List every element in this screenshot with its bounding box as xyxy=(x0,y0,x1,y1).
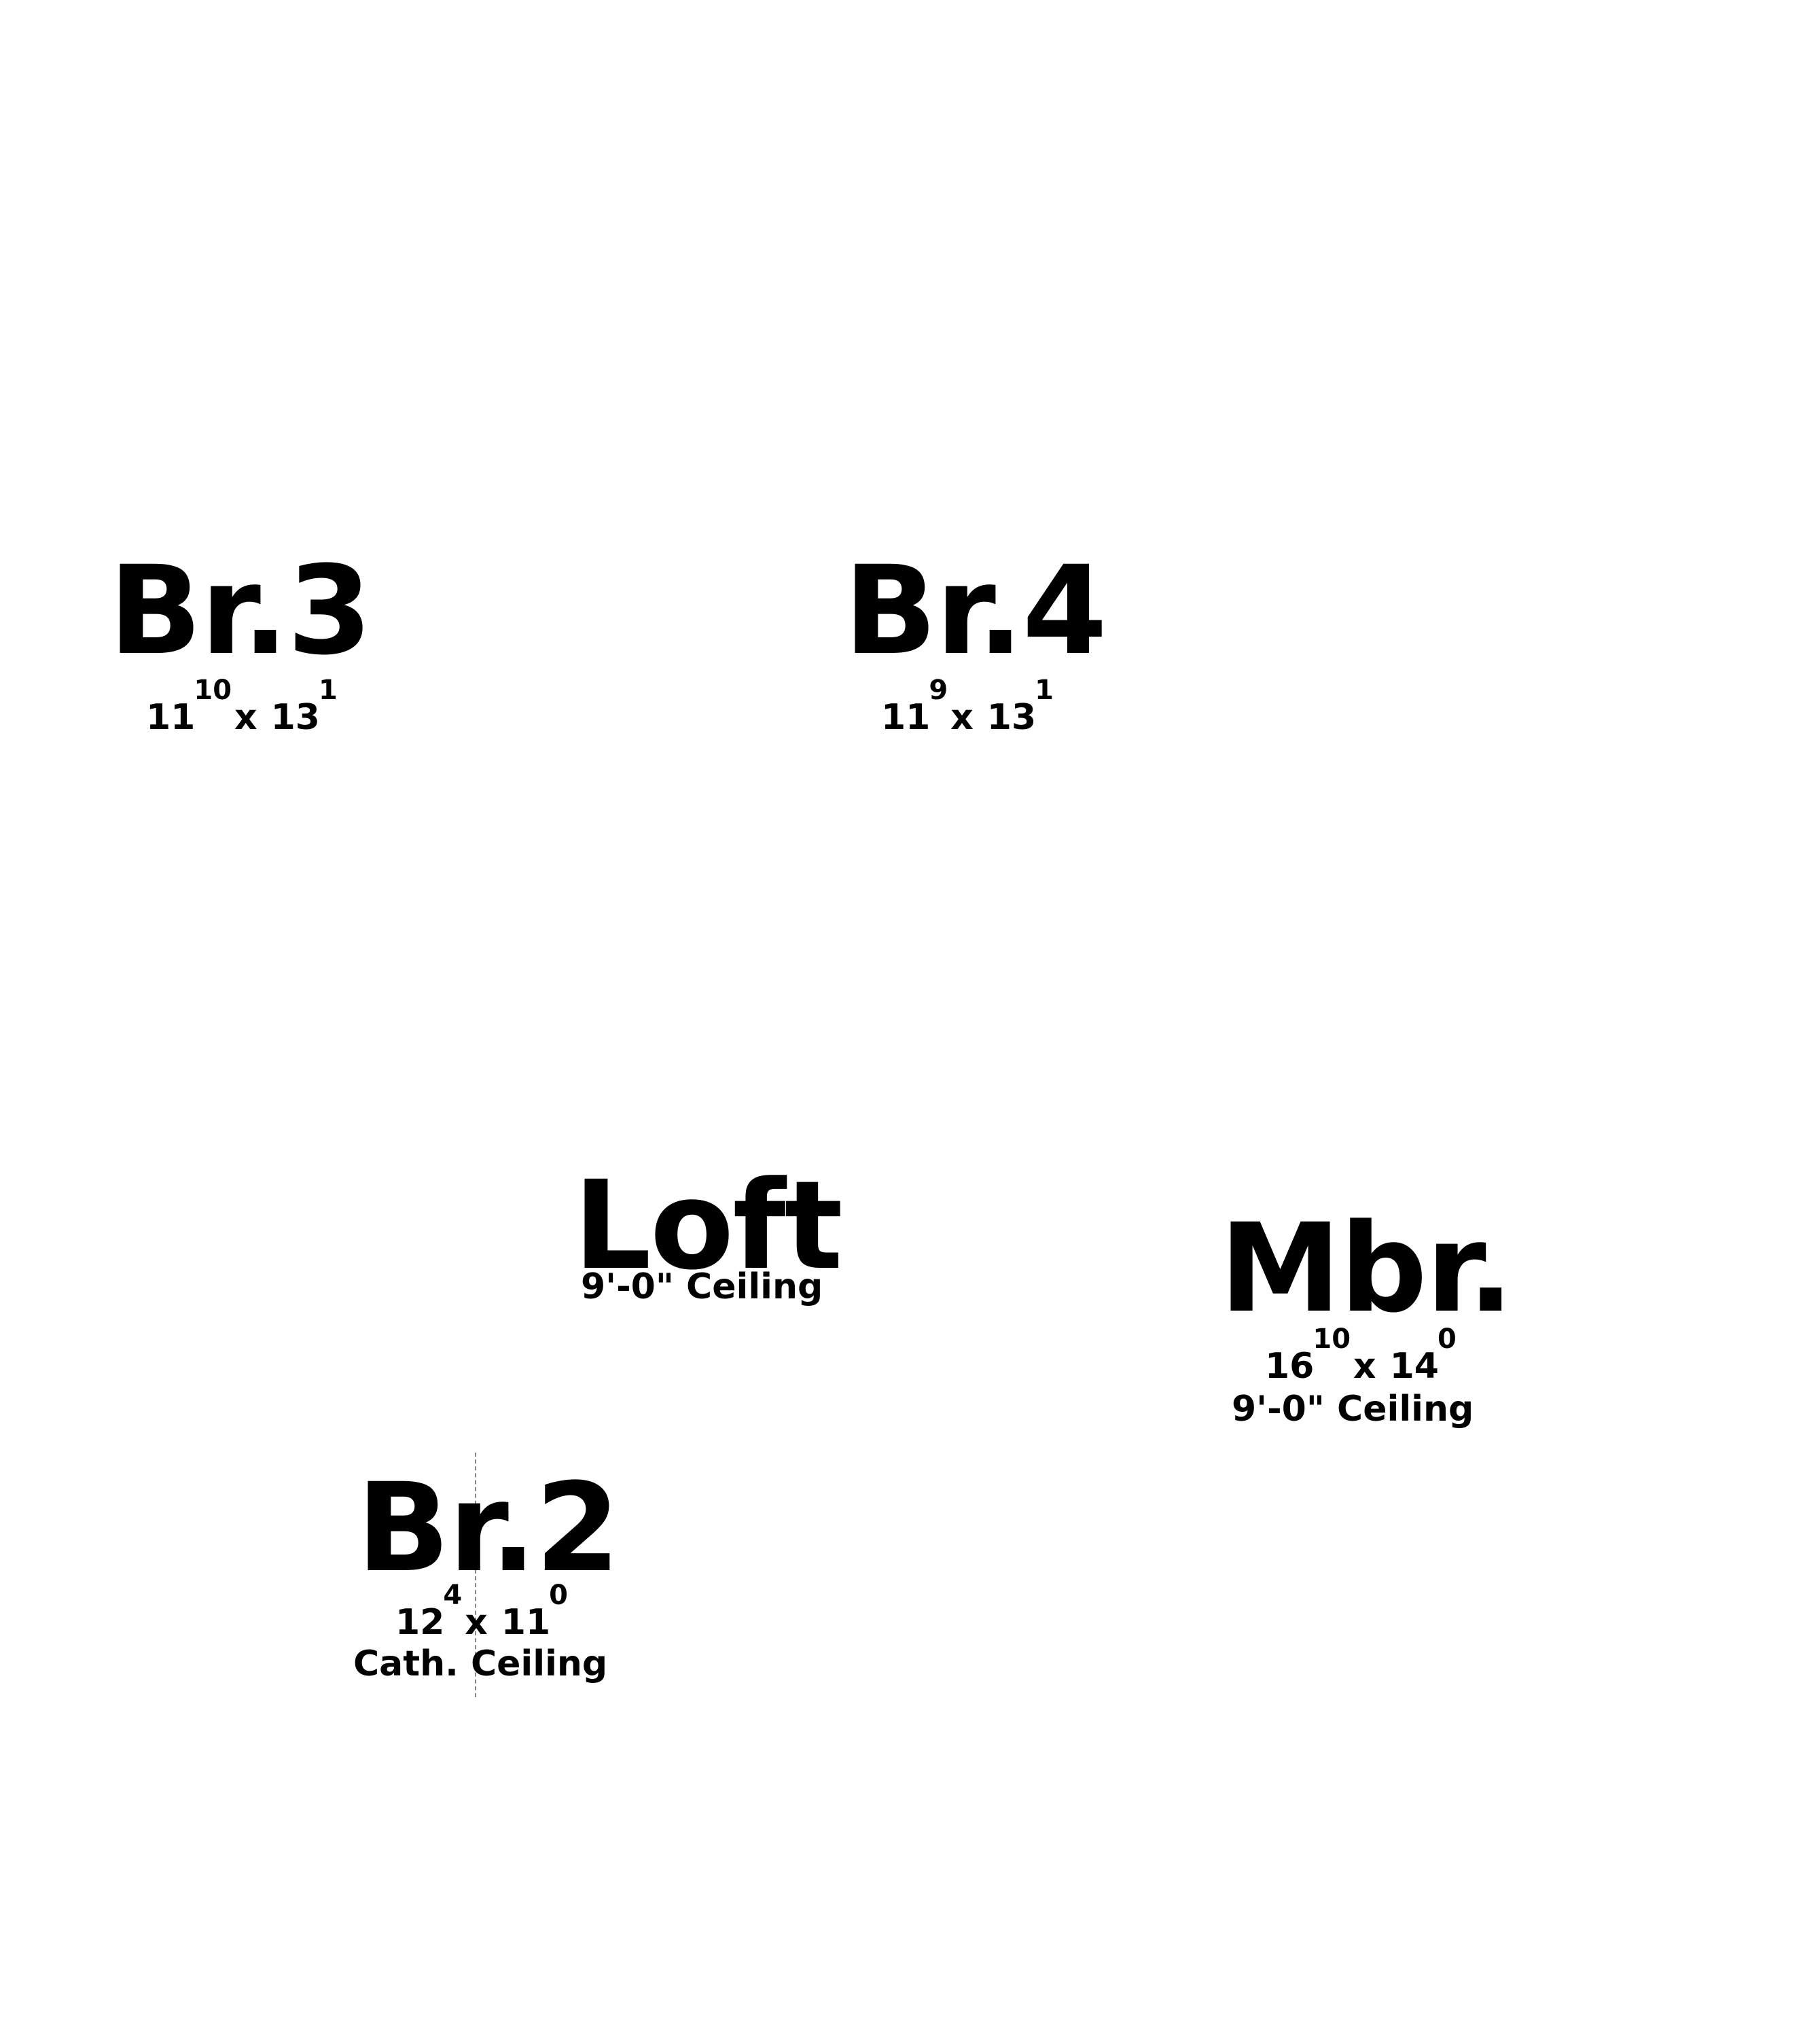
length-inches: 0 xyxy=(1437,1324,1457,1355)
room-label-br3: Br.3 xyxy=(109,540,372,682)
width-feet: 11 xyxy=(146,697,196,738)
width-feet: 11 xyxy=(881,697,931,738)
room-dimensions-br3: 1110x 131 xyxy=(146,677,338,738)
width-feet: 12 xyxy=(395,1602,445,1643)
room-label-loft: Loft xyxy=(573,1155,843,1297)
room-dimensions-br4: 119x 131 xyxy=(881,677,1054,738)
length-inches: 1 xyxy=(318,675,338,706)
length-feet: 14 xyxy=(1389,1346,1439,1387)
room-label-br2: Br.2 xyxy=(357,1457,620,1599)
room-label-mbr: Mbr. xyxy=(1219,1198,1514,1340)
ceiling-note-mbr: 9'-0" Ceiling xyxy=(1232,1389,1474,1430)
ceiling-note-br2: Cath. Ceiling xyxy=(353,1644,608,1684)
ceiling-note-loft: 9'-0" Ceiling xyxy=(581,1266,823,1307)
length-feet: 13 xyxy=(270,697,320,738)
width-inches: 10 xyxy=(1313,1324,1351,1355)
room-label-br4: Br.4 xyxy=(844,540,1107,682)
length-inches: 1 xyxy=(1035,675,1054,706)
dimension-separator: x xyxy=(234,697,257,738)
width-feet: 16 xyxy=(1265,1346,1315,1387)
dimension-separator: x xyxy=(465,1602,488,1643)
length-inches: 0 xyxy=(549,1580,568,1611)
width-inches: 9 xyxy=(929,675,948,706)
room-dimensions-mbr: 1610x 140 xyxy=(1265,1326,1457,1387)
width-inches: 10 xyxy=(194,675,232,706)
width-inches: 4 xyxy=(443,1580,463,1611)
dimension-separator: x xyxy=(1353,1346,1376,1387)
room-dimensions-br2: 124x 110 xyxy=(395,1582,568,1643)
length-feet: 11 xyxy=(501,1602,551,1643)
dashed-guide-line xyxy=(475,1453,476,1697)
length-feet: 13 xyxy=(986,697,1037,738)
dimension-separator: x xyxy=(950,697,974,738)
